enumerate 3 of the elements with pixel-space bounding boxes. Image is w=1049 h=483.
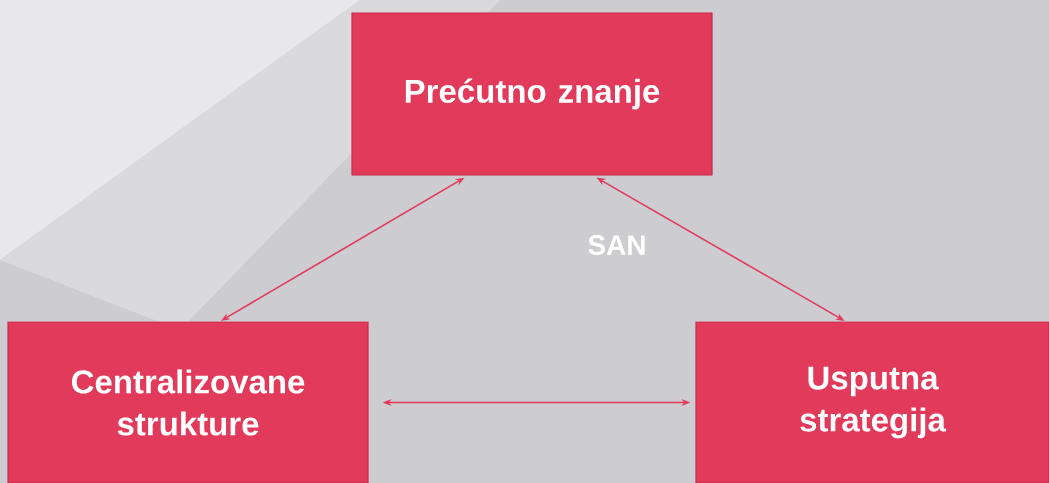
- process-box: Centralizovane strukture: [7, 321, 369, 483]
- process-box: Prećutno znanje: [351, 12, 713, 176]
- process-box: Usputna strategija: [695, 321, 1049, 483]
